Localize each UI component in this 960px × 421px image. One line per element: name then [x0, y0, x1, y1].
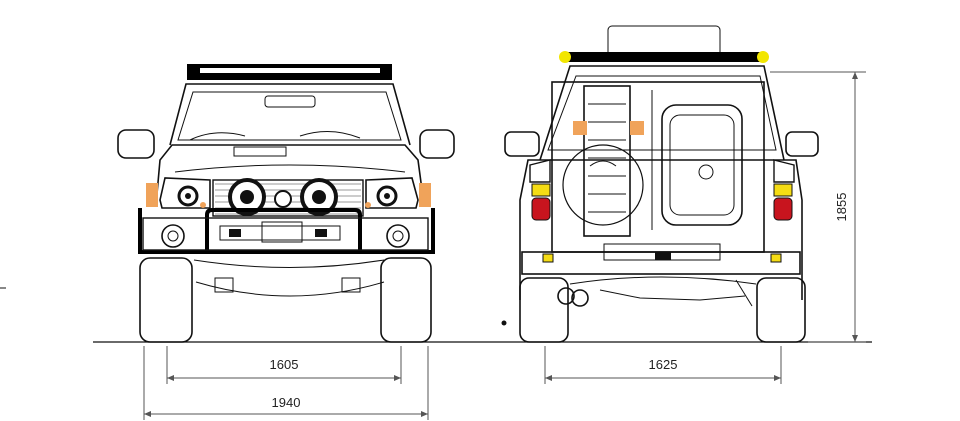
stray-dot [501, 320, 507, 326]
roof-box [607, 25, 721, 57]
front-shock [341, 277, 361, 293]
hood-line [174, 164, 406, 173]
overall-width-label: 1940 [272, 395, 301, 410]
front-amber-light-left [146, 183, 158, 207]
front-mirror-left [117, 129, 155, 159]
rear-driveline [599, 289, 746, 301]
front-tire-left [139, 257, 193, 343]
rear-view [504, 25, 819, 343]
spare-tire [562, 144, 644, 226]
tail-light-right [773, 159, 795, 221]
storage-box-inner [669, 114, 735, 216]
fog-light-left-inner [167, 230, 179, 242]
tow-hitch [655, 252, 671, 260]
winch-plate [261, 221, 303, 243]
height-label: 1855 [834, 193, 849, 222]
storage-box [661, 104, 743, 226]
rear-tire-left [519, 277, 569, 343]
roof-marker-left [559, 51, 571, 63]
front-bumper [142, 217, 429, 251]
wiper-left [189, 132, 246, 141]
aux-light-left [228, 178, 266, 216]
reflector-left [542, 253, 554, 263]
winch [219, 225, 341, 241]
rear-roof-rack [566, 52, 766, 62]
rear-window [547, 75, 777, 151]
ladder-light-right [630, 121, 644, 135]
aux-light-mid [300, 178, 338, 216]
front-windshield [177, 91, 402, 141]
roof-marker-right [757, 51, 769, 63]
rear-track-label: 1625 [649, 357, 678, 372]
spare-tire-hub [589, 160, 617, 167]
front-amber-light-right [419, 183, 431, 207]
rear-shock [735, 279, 753, 307]
aux-light-center [274, 190, 292, 208]
fog-light-right [386, 224, 410, 248]
front-roof-rack-gap [200, 68, 380, 73]
ladder-light-left [573, 121, 587, 135]
rear-tire-right [756, 277, 806, 343]
indicator-right [365, 202, 371, 208]
recovery-hook-right [315, 229, 327, 237]
exhaust-pipe-1 [557, 287, 575, 305]
front-diff [214, 277, 234, 293]
rear-ladder [583, 85, 631, 237]
dimension-height [770, 71, 866, 343]
recovery-hook-left [229, 229, 241, 237]
hood-scoop [233, 146, 287, 157]
tail-light-left [529, 159, 551, 221]
bull-bar-hoop [205, 208, 362, 250]
reflector-right [770, 253, 782, 263]
rear-cab [539, 65, 785, 161]
dimension-overall-width [143, 346, 429, 420]
front-tire-right [380, 257, 432, 343]
front-track-label: 1605 [270, 357, 299, 372]
rear-view-mirror [264, 95, 316, 108]
front-view [117, 64, 455, 343]
headlight-right [365, 177, 419, 209]
rear-mirror-right [785, 131, 819, 157]
rear-axle [569, 276, 757, 285]
dimension-front-track [166, 346, 402, 384]
dimension-rear-track [544, 346, 782, 384]
bull-bar [138, 208, 435, 254]
storage-box-cap [698, 164, 714, 180]
front-mirror-right [419, 129, 455, 159]
rear-mirror-left [504, 131, 540, 157]
front-cab [169, 83, 411, 146]
indicator-left [200, 202, 206, 208]
exhaust-pipe-2 [571, 289, 589, 307]
fog-light-left [161, 224, 185, 248]
front-hood [155, 144, 425, 206]
front-skid [193, 259, 385, 268]
front-axle [195, 281, 385, 297]
headlight-left [159, 177, 211, 209]
fog-light-right-inner [392, 230, 404, 242]
wiper-right [299, 131, 361, 139]
